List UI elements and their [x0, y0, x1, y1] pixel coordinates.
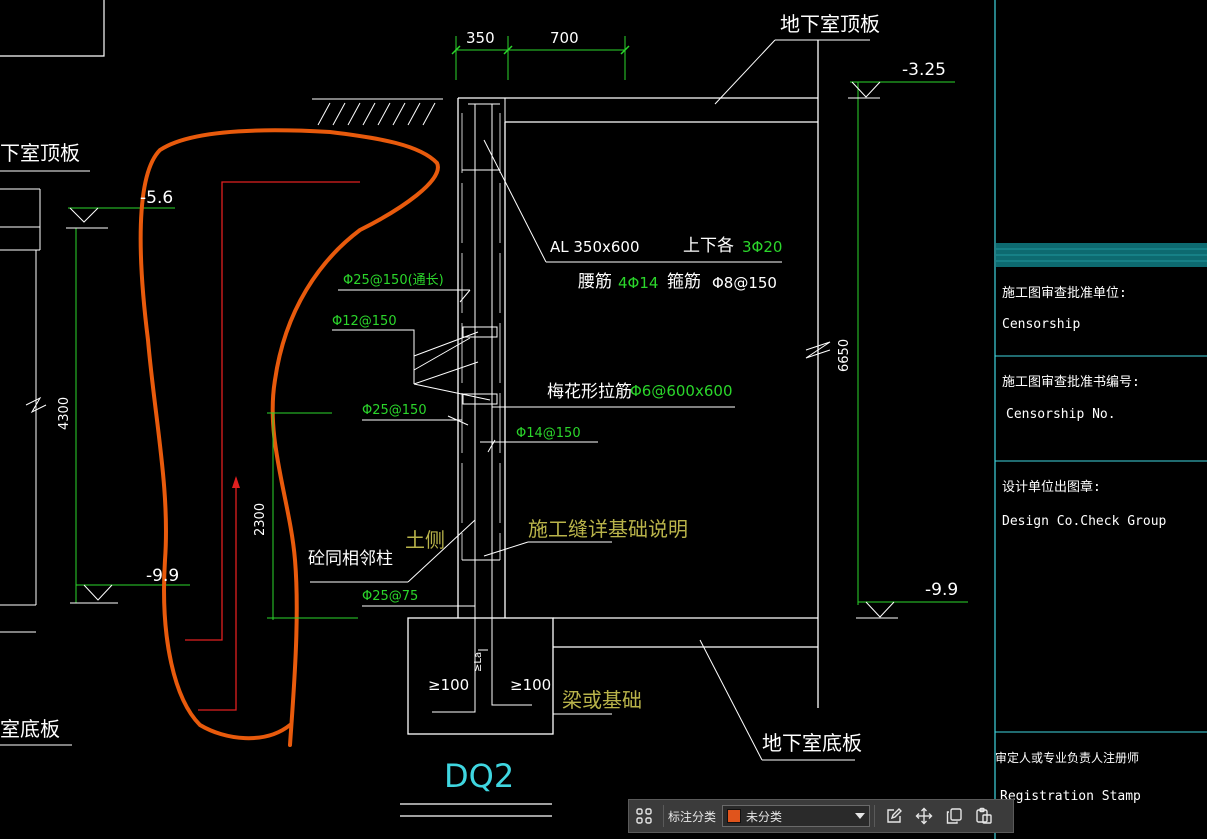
label-waist-rebar: 4Φ14 — [618, 274, 659, 292]
label-la: ≥La — [473, 651, 484, 672]
label-beam-each: 上下各 — [683, 236, 734, 256]
label-stirrup: 箍筋 — [667, 272, 701, 292]
layer-select[interactable]: 未分类 — [722, 805, 871, 827]
panel-design-seal-en: Design Co.Check Group — [1002, 514, 1167, 529]
dim-4300: 4300 — [57, 396, 72, 430]
dim-2300: 2300 — [253, 502, 268, 536]
label-column: 砼同相邻柱 — [308, 549, 393, 569]
level-top-left: -5.6 — [140, 188, 174, 208]
move-icon[interactable] — [909, 801, 939, 831]
label-beam-rebar: 3Φ20 — [742, 238, 783, 256]
panel-approval-no-en: Censorship No. — [1006, 407, 1116, 422]
rebar-r2: Φ12@150 — [332, 314, 397, 329]
label-waist: 腰筋 — [578, 272, 612, 292]
rebar-r5: Φ25@75 — [362, 589, 419, 604]
panel-registration-en: Registration Stamp — [1000, 789, 1141, 804]
dim-6650: 6650 — [837, 338, 852, 372]
chevron-down-icon — [855, 813, 866, 819]
edit-icon[interactable] — [879, 801, 909, 831]
paste-icon[interactable] — [969, 801, 999, 831]
level-bottom-left: -9.9 — [146, 566, 180, 586]
label-floor-left: 室底板 — [0, 717, 60, 741]
grid-icon[interactable] — [629, 801, 659, 831]
rebar-r4: Φ14@150 — [516, 426, 581, 441]
drawing-title: DQ2 — [444, 757, 515, 795]
annotation-toolbar: 标注分类 未分类 — [628, 799, 1014, 833]
dim-350: 350 — [466, 29, 495, 47]
label-stirrup-rebar: Φ8@150 — [712, 274, 777, 292]
label-ge100-right: ≥100 — [510, 676, 552, 694]
rebar-r3: Φ25@150 — [362, 403, 427, 418]
label-soil-side: 土侧 — [405, 528, 445, 552]
panel-approval-no: 施工图审查批准书编号: — [1002, 375, 1140, 390]
toolbar-label: 标注分类 — [668, 809, 717, 824]
panel-approval-unit-en: Censorship — [1002, 317, 1081, 332]
label-floor-bottom: 地下室底板 — [762, 731, 862, 755]
dim-700: 700 — [550, 29, 579, 47]
label-joint-note: 施工缝详基础说明 — [528, 517, 688, 541]
rebar-r1: Φ25@150(通长) — [343, 273, 444, 288]
label-beam: AL 350x600 — [550, 238, 640, 256]
panel-registered: 审定人或专业负责人注册师 — [995, 751, 1140, 765]
label-tie: 梅花形拉筋 — [547, 382, 632, 402]
label-tie-rebar: Φ6@600x600 — [630, 382, 733, 400]
label-ge100-left: ≥100 — [428, 676, 470, 694]
copy-icon[interactable] — [939, 801, 969, 831]
panel-approval-unit: 施工图审查批准单位: — [1002, 286, 1127, 301]
layer-select-value: 未分类 — [746, 809, 783, 824]
panel-design-seal: 设计单位出图章: — [1002, 480, 1101, 495]
level-top-right: -3.25 — [902, 60, 946, 80]
label-roof-left: 下室顶板 — [0, 141, 80, 165]
label-beam-or-foundation: 梁或基础 — [562, 688, 642, 712]
toolbar-divider — [874, 805, 876, 827]
toolbar-divider — [663, 805, 664, 827]
level-bottom-right: -9.9 — [925, 580, 959, 600]
label-roof-top: 地下室顶板 — [780, 12, 880, 36]
layer-color-swatch — [727, 809, 742, 823]
frame-box — [0, 0, 105, 57]
markup-loop — [138, 128, 440, 747]
